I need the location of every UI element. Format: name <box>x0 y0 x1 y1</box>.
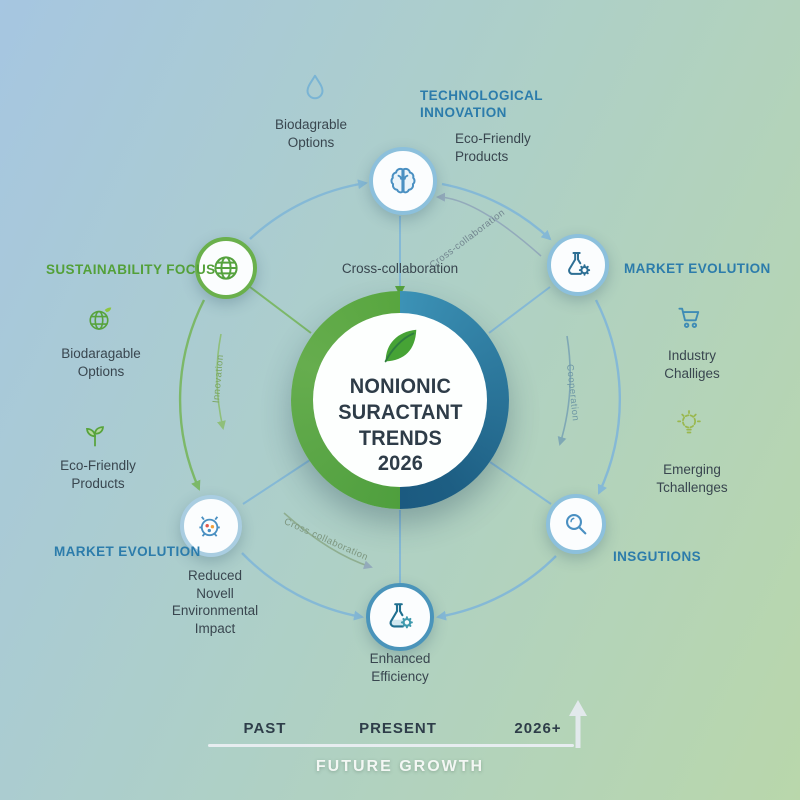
leaf-icon <box>384 329 417 363</box>
center-title-line: TRENDS <box>358 426 442 450</box>
label-line: Tchallenges <box>656 479 728 495</box>
center-hub: NONIONIC SURACTANT TRENDS 2026 <box>291 291 509 509</box>
label-line: Novell <box>196 585 234 601</box>
timeline-label-past: PAST <box>243 720 287 737</box>
label-industry-challenges: Industry Challiges <box>640 347 744 382</box>
label-line: Products <box>455 148 509 164</box>
flask-gear-icon <box>568 251 591 276</box>
center-title-line: NONIONIC <box>349 375 451 399</box>
label-line: Biodaragable <box>61 346 141 361</box>
timeline-label-future-growth: FUTURE GROWTH <box>315 758 485 775</box>
heading-market-evolution-right: MARKET EVOLUTION <box>624 261 771 276</box>
label-reduced-environmental-impact: Reduced Novell Environmental Impact <box>155 567 275 637</box>
heading-line: INNOVATION <box>420 104 507 120</box>
timeline-label-present: PRESENT <box>359 720 437 737</box>
center-title-line: 2026 <box>377 452 423 476</box>
heading-line: TECHNOLOGICAL <box>420 88 543 103</box>
globe-icon <box>214 256 238 280</box>
label-biodaragable-options-left: Biodaragable Options <box>48 345 154 380</box>
label-biodagrable-options-top: Biodagrable Options <box>250 116 372 151</box>
node-sustainability-focus <box>195 237 257 299</box>
brain-icon <box>390 167 416 194</box>
center-hub-inner: NONIONIC SURACTANT TRENDS 2026 <box>313 313 487 487</box>
arc-label-left: Innovation <box>211 354 226 404</box>
label-line: Products <box>71 475 125 491</box>
water-drop-icon <box>300 72 330 107</box>
node-enhanced-efficiency <box>366 583 434 651</box>
arc-magnifier-to-bottom <box>436 555 557 621</box>
label-line: Enhanced <box>369 651 431 666</box>
sprout-icon <box>80 420 110 455</box>
spoke-globe-to-hub <box>249 286 312 334</box>
arc-flask-to-magnifier <box>594 299 622 495</box>
curved-arrow-top-right <box>436 192 542 257</box>
lightbulb-icon <box>673 408 705 445</box>
label-line: Reduced <box>187 568 243 583</box>
label-enhanced-efficiency: Enhanced Efficiency <box>340 650 460 685</box>
heading-market-evolution-left: MARKET EVOLUTION <box>54 544 201 559</box>
curved-arrow-bottom-left <box>283 512 373 570</box>
heading-insgutions: INSGUTIONS <box>613 549 702 564</box>
spoke-molecule-to-hub <box>242 459 311 505</box>
arc-label-bottom-left: Cross collaboration <box>282 516 369 563</box>
arc-brain-to-flask <box>441 182 552 241</box>
label-line: Industry <box>667 348 717 363</box>
label-line: Environmental <box>171 603 259 619</box>
eco-globe-icon <box>84 304 114 339</box>
center-title-line: SURACTANT <box>337 400 463 424</box>
timeline-arrow-head <box>569 700 587 716</box>
label-line: Eco-Friendly <box>60 458 136 473</box>
spoke-magnifier-to-hub <box>489 461 552 505</box>
spoke-flask-to-hub <box>488 286 551 334</box>
shopping-cart-icon <box>675 303 705 338</box>
label-cross-collaboration: Cross-collaboration <box>341 261 459 276</box>
label-line: Efficiency <box>371 668 429 684</box>
label-line: Impact <box>194 620 236 636</box>
label-line: Eco-Friendly <box>455 131 531 146</box>
heading-sustainability-focus: SUSTAINABILITY FOCUS <box>46 262 216 277</box>
node-technological-innovation <box>369 147 437 215</box>
label-emerging-challenges: Emerging Tchallenges <box>636 461 748 496</box>
timeline-axis <box>208 744 574 747</box>
arc-molecule-to-bottom <box>241 552 364 621</box>
timeline-label-2026: 2026+ <box>514 720 562 737</box>
label-line: Biodagrable <box>274 117 348 132</box>
flask-gear-icon <box>389 603 413 629</box>
label-line: Challiges <box>664 365 720 381</box>
label-eco-friendly-products-top: Eco-Friendly Products <box>455 130 531 165</box>
center-title: NONIONIC SURACTANT TRENDS 2026 <box>338 374 462 476</box>
arc-globe-to-brain <box>249 179 368 240</box>
node-reduced-impact <box>180 495 242 557</box>
molecule-icon <box>199 516 220 537</box>
magnifier-icon <box>566 514 587 535</box>
node-insgutions <box>546 494 606 554</box>
label-line: Emerging <box>663 462 721 477</box>
curved-arrow-left <box>216 333 226 430</box>
arc-globe-to-molecule <box>178 299 206 491</box>
label-line: Options <box>287 134 335 150</box>
node-market-evolution <box>547 234 609 296</box>
label-eco-friendly-products-left: Eco-Friendly Products <box>45 457 151 492</box>
heading-technological-innovation: TECHNOLOGICAL INNOVATION <box>420 88 543 122</box>
label-line: Options <box>77 363 125 379</box>
curved-arrow-right <box>557 335 572 446</box>
